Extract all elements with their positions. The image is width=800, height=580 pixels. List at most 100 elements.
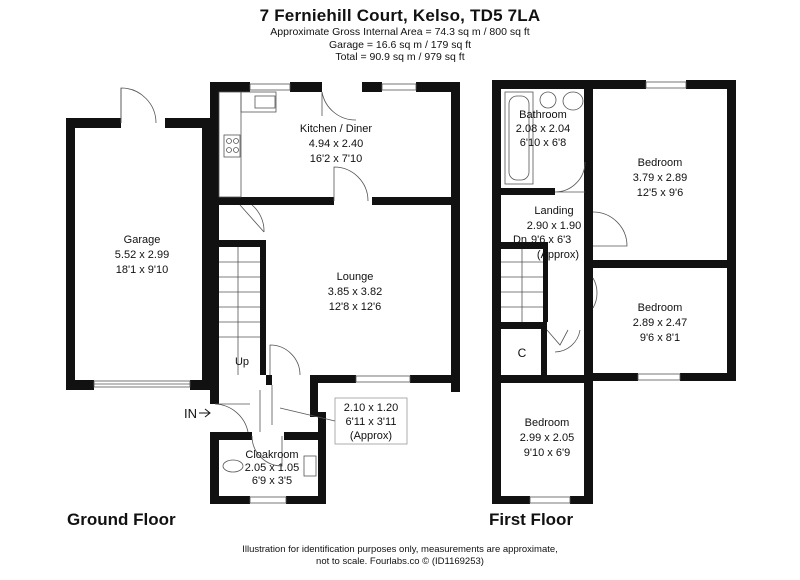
ground-staircase (219, 247, 260, 375)
cupboard-door (546, 329, 581, 353)
bedroom1-door (592, 211, 628, 247)
lounge-bottom-wall-left (310, 375, 356, 383)
garage-area: Garage = 16.6 sq m / 179 sq ft (328, 38, 472, 51)
lounge-imperial: 12'8 x 12'6 (329, 301, 382, 313)
bedroom2-bottom-wall-right (680, 373, 736, 381)
bathroom-metric: 2.08 x 2.04 (516, 123, 570, 135)
hob-ring (226, 147, 232, 153)
kitchen-metric: 4.94 x 2.40 (309, 138, 363, 150)
kitchen-lounge-door (333, 166, 369, 202)
hob-ring (233, 138, 239, 144)
cloakroom-window (249, 496, 287, 504)
hob-icon (223, 134, 241, 158)
garage-right-wall (202, 118, 211, 390)
toilet-icon (539, 91, 557, 109)
kitchen-worktop-top (240, 91, 277, 113)
bedroom3-right-wall (584, 375, 593, 504)
plan-header: 7 Ferniehill Court, Kelso, TD5 7LA Appro… (0, 6, 800, 64)
hall-leader-line (279, 407, 336, 422)
cloakroom-left-wall (210, 432, 219, 504)
house-right-wall (451, 82, 460, 392)
bedroom1-window (645, 81, 687, 89)
total-area: Total = 90.9 sq m / 979 sq ft (335, 51, 465, 63)
basin-icon (303, 455, 317, 477)
ground-floor-plan: Garage 5.52 x 2.99 18'1 x 9'10 Kitchen /… (66, 82, 460, 504)
cloakroom-bottom-wall-left (210, 496, 250, 504)
kitchen-lounge-wall-left (219, 197, 334, 205)
bedroom3-name: Bedroom (525, 417, 570, 429)
sink-icon (254, 95, 276, 109)
bedroom1-imperial: 12'5 x 9'6 (637, 187, 683, 199)
disclaimer-line-1: Illustration for identification purposes… (242, 544, 558, 555)
basin-icon (562, 91, 584, 111)
hall-metric: 2.10 x 1.20 (344, 402, 398, 414)
garage-side-door (120, 87, 157, 124)
garage-name: Garage (124, 234, 161, 246)
first-floor-label: First Floor (489, 510, 574, 529)
kitchen-imperial: 16'2 x 7'10 (310, 153, 363, 165)
bedroom2-window (637, 373, 681, 381)
disclaimer: Illustration for identification purposes… (0, 544, 800, 568)
kitchen-name: Kitchen / Diner (300, 123, 372, 135)
ground-floor-label: Ground Floor (67, 510, 176, 529)
entrance-arrow-icon (199, 408, 211, 418)
bedroom3-bottom-wall-left (492, 496, 530, 504)
bedroom1-metric: 3.79 x 2.89 (633, 172, 687, 184)
bathroom-name: Bathroom (519, 109, 567, 121)
bedroom2-bottom-wall-left (593, 373, 638, 381)
hall-right-wall (310, 375, 318, 417)
hall-note: (Approx) (350, 430, 392, 442)
landing-name: Landing (534, 205, 573, 217)
lounge-window (355, 375, 411, 383)
lounge-bottom-wall-right (410, 375, 460, 383)
bedroom1-top-wall-right (686, 80, 736, 89)
garage-left-wall (66, 118, 75, 390)
bedroom1-top-wall-left (584, 80, 646, 89)
kitchen-window-right (381, 83, 417, 91)
cloakroom-top-wall-right (284, 432, 318, 440)
bath-inner (508, 95, 530, 181)
cloakroom-right-wall (318, 412, 326, 504)
kitchen-top-wall-b (290, 82, 322, 92)
first-right-wall (727, 80, 736, 380)
cloakroom-metric: 2.05 x 1.05 (245, 462, 299, 474)
cupboard-top-wall (501, 322, 547, 329)
hob-ring (233, 147, 239, 153)
hall-wall-stub (266, 375, 272, 385)
toilet-icon (222, 459, 244, 473)
stair-top-wall (219, 240, 264, 247)
garage-bottom-wall-left (66, 380, 94, 390)
cloakroom-imperial: 6'9 x 3'5 (252, 475, 292, 487)
kitchen-worktop (218, 91, 242, 198)
cloakroom-bottom-wall-right (286, 496, 326, 504)
bedroom3-window (529, 496, 571, 504)
landing-dn-label: Dn (513, 234, 527, 246)
stair-side-wall (543, 242, 548, 322)
entrance-label: IN (184, 406, 197, 421)
kitchen-window-left (249, 83, 291, 91)
hob-ring (226, 138, 232, 144)
bedroom1-name: Bedroom (638, 157, 683, 169)
kitchen-back-door (321, 91, 357, 121)
landing-metric: 2.90 x 1.90 (527, 220, 581, 232)
cloakroom-top-wall-left (210, 432, 252, 440)
first-staircase (501, 242, 548, 322)
kitchen-top-wall-c (362, 82, 382, 92)
cloakroom-name: Cloakroom (245, 449, 298, 461)
hall-lounge-door (269, 344, 301, 376)
bathroom-imperial: 6'10 x 6'8 (520, 137, 566, 149)
front-door (214, 403, 250, 433)
garage-top-wall-left (66, 118, 121, 128)
garage-metric: 5.52 x 2.99 (115, 249, 169, 261)
bedroom2-door (592, 277, 598, 309)
stairs-up-label: Up (235, 356, 249, 368)
house-left-wall (210, 82, 219, 392)
bedroom3-bottom-wall-right (570, 496, 593, 504)
stair-right-wall (260, 240, 266, 375)
bedroom3-imperial: 9'10 x 6'9 (524, 447, 570, 459)
cupboard-label: C (518, 346, 527, 360)
cloakroom-door (251, 435, 283, 467)
disclaimer-line-2: not to scale. Fourlabs.co © (ID1169253) (316, 556, 484, 567)
garage-top-wall-right (165, 118, 211, 128)
